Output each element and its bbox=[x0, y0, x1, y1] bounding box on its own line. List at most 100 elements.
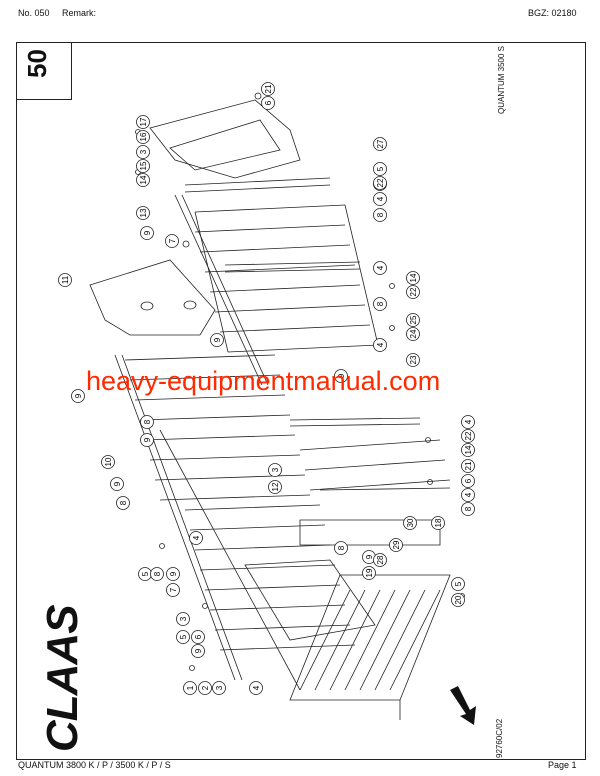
callout-circle bbox=[191, 630, 205, 644]
remark-label: Remark: bbox=[62, 8, 97, 18]
callout-circle bbox=[362, 566, 376, 580]
callout-label: 9 bbox=[143, 230, 152, 235]
part-callout: 6 bbox=[191, 630, 205, 644]
callout-label: 12 bbox=[271, 482, 280, 491]
callout-circle bbox=[140, 433, 154, 447]
callout-circle bbox=[461, 488, 475, 502]
callout-label: 5 bbox=[141, 571, 150, 576]
page-number-box bbox=[16, 42, 72, 100]
callout-circle bbox=[373, 176, 387, 190]
part-callout: 14 bbox=[136, 173, 150, 187]
part-callout: 8 bbox=[334, 541, 348, 555]
callout-label: 25 bbox=[409, 315, 418, 324]
callout-label: 9 bbox=[337, 373, 346, 378]
part-callout: 8 bbox=[140, 415, 154, 429]
callout-layer: 6211716315142752642281397414221182524423… bbox=[58, 82, 475, 695]
callout-label: 7 bbox=[168, 238, 177, 243]
callout-circle bbox=[373, 553, 387, 567]
callout-circle bbox=[136, 115, 150, 129]
callout-label: 9 bbox=[113, 481, 122, 486]
part-callout: 3 bbox=[268, 463, 282, 477]
slat-panel-upper bbox=[194, 204, 379, 353]
part-callout: 4 bbox=[373, 192, 387, 206]
callout-label: 6 bbox=[264, 100, 273, 105]
callout-circle bbox=[101, 455, 115, 469]
callout-label: 15 bbox=[139, 161, 148, 170]
callout-label: 13 bbox=[139, 208, 148, 217]
part-callout: 9 bbox=[110, 477, 124, 491]
side-plate bbox=[89, 259, 216, 336]
callout-label: 6 bbox=[194, 634, 203, 639]
part-callout: 4 bbox=[189, 531, 203, 545]
part-callout: 20 bbox=[451, 593, 465, 607]
part-callout: 30 bbox=[403, 516, 417, 530]
part-callout: 18 bbox=[431, 516, 445, 530]
part-callout: 6 bbox=[261, 96, 275, 110]
part-callout: 25 bbox=[406, 313, 420, 327]
callout-label: 9 bbox=[194, 648, 203, 653]
callout-circle bbox=[136, 130, 150, 144]
callout-label: 11 bbox=[61, 275, 70, 284]
callout-label: 5 bbox=[376, 166, 385, 171]
callout-circle bbox=[136, 159, 150, 173]
callout-circle bbox=[166, 567, 180, 581]
part-callout: 12 bbox=[268, 480, 282, 494]
callout-label: 9 bbox=[143, 437, 152, 442]
callout-label: 22 bbox=[464, 431, 473, 440]
callout-circle bbox=[406, 327, 420, 341]
callout-label: 27 bbox=[376, 139, 385, 148]
part-callout: 8 bbox=[461, 502, 475, 516]
callout-label: 4 bbox=[464, 419, 473, 424]
drawing-lines bbox=[89, 92, 465, 720]
part-callout: 10 bbox=[101, 455, 115, 469]
part-callout: 4 bbox=[249, 681, 263, 695]
callout-label: 28 bbox=[376, 555, 385, 564]
part-callout: 5 bbox=[138, 567, 152, 581]
callout-label: 10 bbox=[104, 457, 113, 466]
callout-circle bbox=[136, 206, 150, 220]
part-callout: 9 bbox=[334, 369, 348, 383]
part-callout: 4 bbox=[461, 488, 475, 502]
callout-label: 14 bbox=[464, 445, 473, 454]
callout-label: 4 bbox=[376, 342, 385, 347]
callout-circle bbox=[191, 644, 205, 658]
part-callout: 27 bbox=[373, 137, 387, 151]
callout-circle bbox=[268, 480, 282, 494]
part-callout: 4 bbox=[373, 338, 387, 352]
part-callout: 29 bbox=[389, 538, 403, 552]
callout-label: 1 bbox=[186, 685, 195, 690]
callout-circle bbox=[176, 612, 190, 626]
part-callout: 22 bbox=[406, 285, 420, 299]
bgz-code: BGZ: 02180 bbox=[528, 8, 577, 18]
part-callout: 8 bbox=[373, 297, 387, 311]
part-callout: 14 bbox=[406, 271, 420, 285]
slat-panel-lower bbox=[184, 504, 356, 651]
callout-label: 8 bbox=[376, 301, 385, 306]
part-callout: 3 bbox=[136, 145, 150, 159]
callout-circle bbox=[334, 369, 348, 383]
callout-circle bbox=[334, 541, 348, 555]
callout-label: 14 bbox=[139, 175, 148, 184]
footer-page: Page 1 bbox=[548, 760, 577, 770]
callout-label: 5 bbox=[179, 634, 188, 639]
callout-circle bbox=[110, 477, 124, 491]
part-callout: 5 bbox=[176, 630, 190, 644]
part-callout: 24 bbox=[406, 327, 420, 341]
callout-circle bbox=[406, 353, 420, 367]
callout-label: 4 bbox=[464, 492, 473, 497]
callout-label: 3 bbox=[139, 149, 148, 154]
callout-circle bbox=[165, 234, 179, 248]
callout-circle bbox=[373, 162, 387, 176]
part-callout: 16 bbox=[136, 130, 150, 144]
part-callout: 9 bbox=[71, 389, 85, 403]
callout-label: 20 bbox=[454, 595, 463, 604]
part-callout: 8 bbox=[373, 208, 387, 222]
part-callout: 7 bbox=[165, 234, 179, 248]
part-callout: 11 bbox=[58, 273, 72, 287]
part-callout: 13 bbox=[136, 206, 150, 220]
callout-label: 9 bbox=[213, 337, 222, 342]
callout-label: 8 bbox=[464, 506, 473, 511]
top-bracket-inner bbox=[169, 119, 281, 171]
callout-label: 6 bbox=[464, 478, 473, 483]
